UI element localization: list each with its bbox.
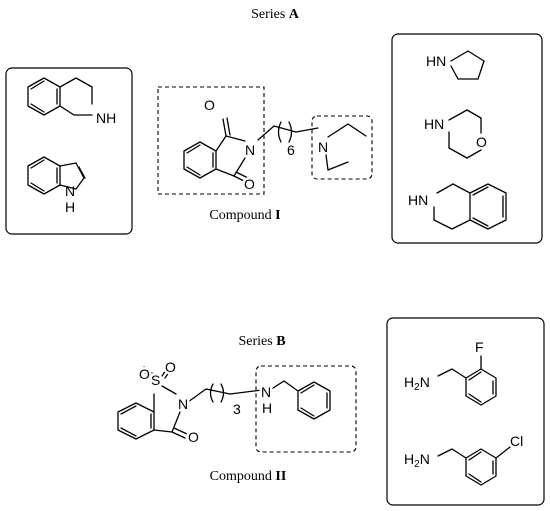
morpholine-structure: HN O (424, 109, 487, 159)
fluoro-label: F (475, 339, 484, 355)
series-a-right-amines-box: HN HN O HN (391, 33, 543, 244)
amine2-label: H2N (404, 451, 430, 470)
morpholine-hn-label: HN (424, 116, 444, 132)
compound-ii-structure: O S O N O 3 N H (117, 357, 357, 453)
imide-o-bottom-label: O (244, 176, 255, 192)
indole-structure: N H (27, 156, 86, 215)
chain-repeat-3-label: 3 (233, 401, 241, 417)
thiq-nh-label: NH (96, 110, 116, 126)
ring-n-label: N (178, 396, 188, 412)
indole-n-label: N (65, 183, 75, 199)
compound-i-structure: O O N 6 N (157, 86, 373, 195)
tetrahydroisoquinoline-structure: NH (27, 77, 116, 126)
benzylamine-n-label: N (261, 384, 271, 400)
pyrrolidine-structure: HN (426, 50, 485, 80)
tetrahydroisoquinoline-structure-2: HN (408, 183, 507, 230)
series-a-title: Series A (251, 7, 300, 22)
thiq2-hn-label: HN (408, 192, 428, 208)
benzylamine-h-label: H (262, 400, 272, 416)
2-fluorobenzylamine-structure: F H2N (404, 339, 497, 406)
morpholine-o-label: O (476, 134, 487, 150)
amine1-label: H2N (404, 374, 430, 393)
imide-o-top-label: O (204, 97, 215, 113)
3-chlorobenzylamine-structure: Cl H2N (404, 433, 523, 486)
diethylamine-highlight (311, 115, 373, 180)
benzylamine-highlight (255, 365, 357, 453)
amine-n-label: N (318, 139, 328, 155)
imide-n-label: N (245, 142, 255, 158)
left-box-frame (5, 67, 133, 235)
sulfur-label: S (151, 372, 160, 388)
chain-repeat-6-label: 6 (287, 142, 295, 158)
sulfonyl-o1-label: O (139, 366, 150, 382)
phthalimide-highlight (157, 86, 265, 195)
indole-h-label: H (65, 199, 75, 215)
chloro-label: Cl (510, 433, 523, 449)
compound-i-caption: Compound I (209, 208, 280, 223)
series-b-title: Series B (238, 334, 285, 349)
series-a-left-amines-box: NH N H (5, 67, 133, 235)
pyrrolidine-hn-label: HN (426, 53, 446, 69)
carbonyl-o-label: O (188, 429, 199, 445)
series-b-box-frame (386, 317, 545, 506)
sulfonyl-o2-label: O (165, 359, 176, 375)
series-b-amines-box: F H2N Cl H2N (386, 317, 545, 506)
right-box-frame (391, 33, 543, 244)
compound-ii-caption: Compound II (210, 469, 287, 484)
